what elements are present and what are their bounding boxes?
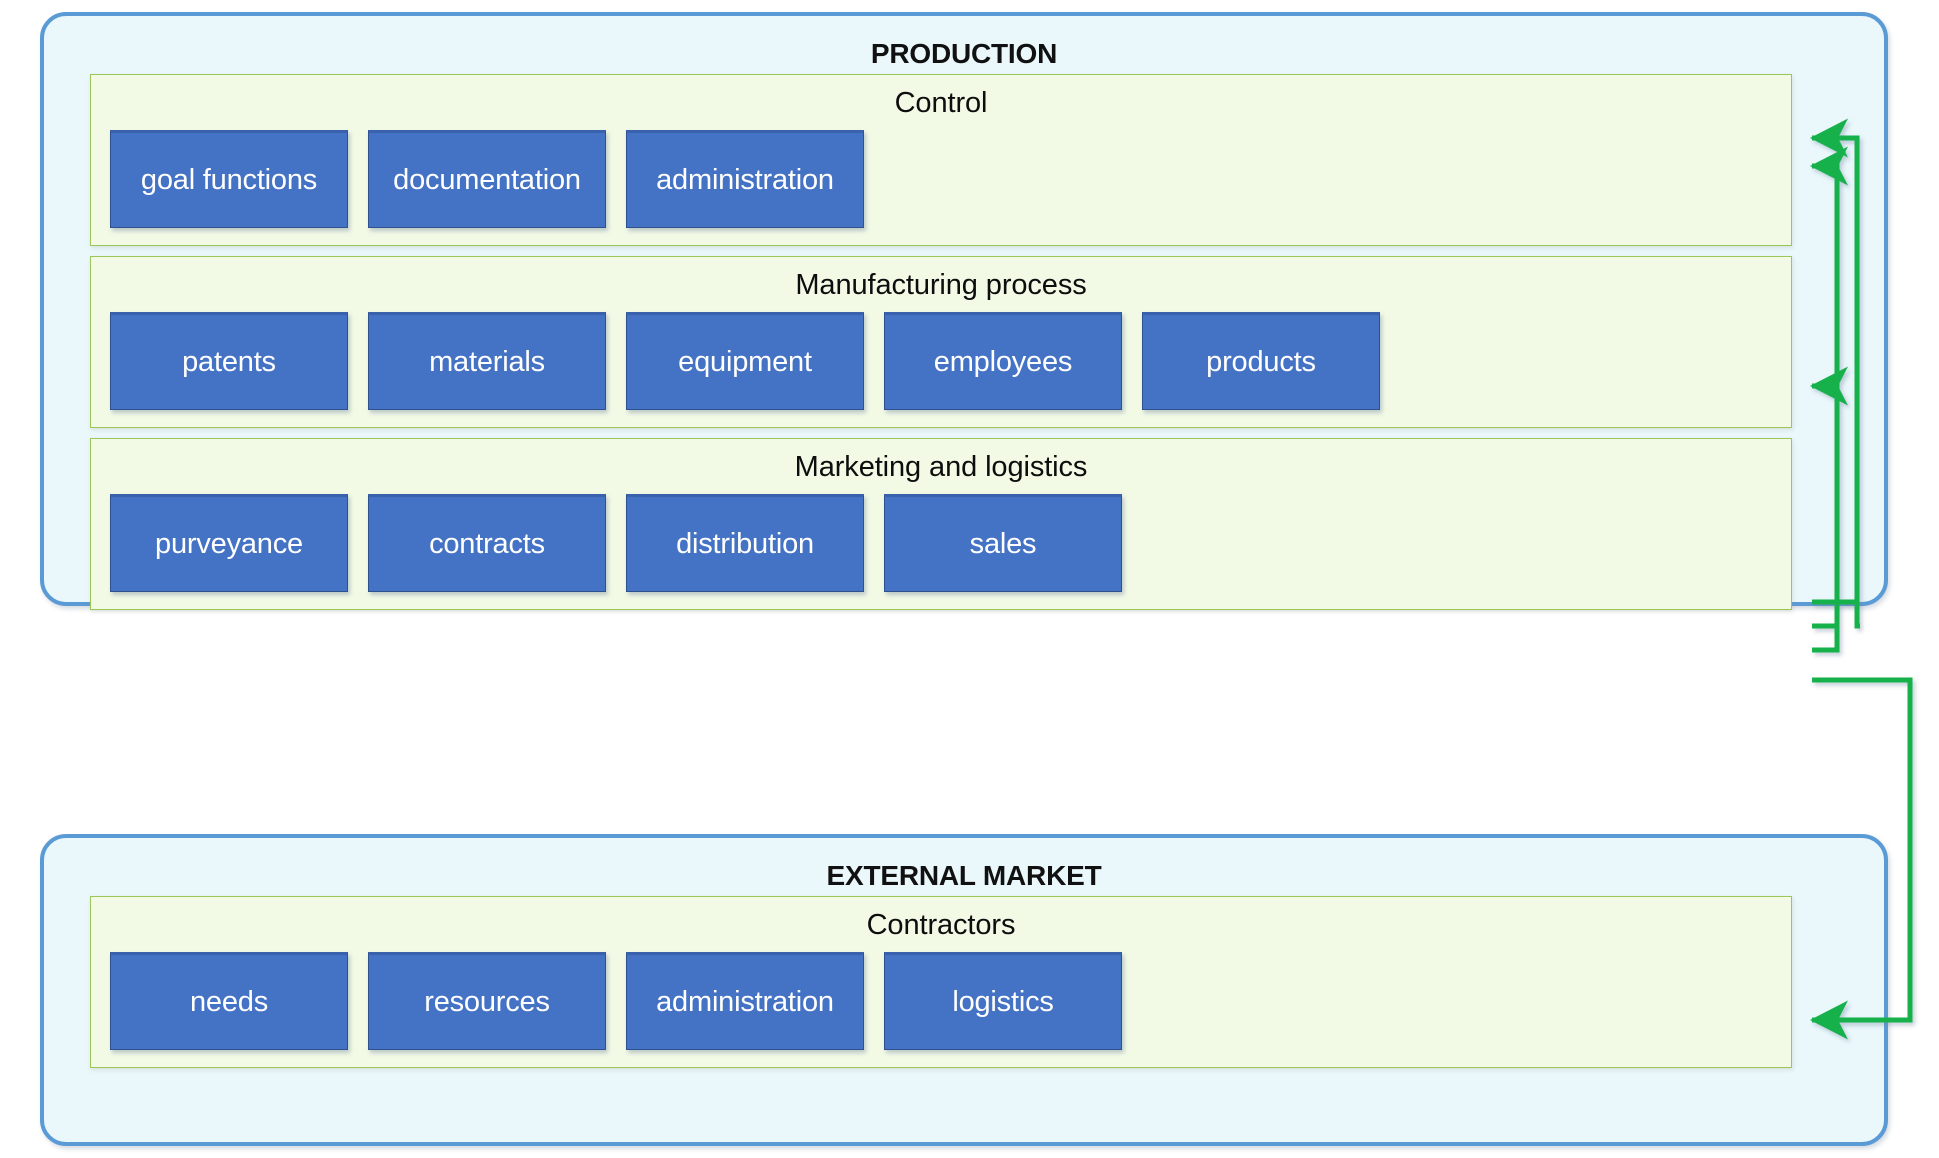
- item-materials[interactable]: materials: [368, 312, 606, 410]
- external-market-panel: EXTERNAL MARKET Contractors needs resour…: [40, 834, 1888, 1146]
- item-products[interactable]: products: [1142, 312, 1380, 410]
- item-administration-market[interactable]: administration: [626, 952, 864, 1050]
- external-market-title: EXTERNAL MARKET: [826, 860, 1102, 891]
- item-sales[interactable]: sales: [884, 494, 1122, 592]
- group-contractors-title: Contractors: [866, 909, 1016, 941]
- item-patents[interactable]: patents: [110, 312, 348, 410]
- item-resources[interactable]: resources: [368, 952, 606, 1050]
- item-documentation[interactable]: documentation: [368, 130, 606, 228]
- item-logistics[interactable]: logistics: [884, 952, 1122, 1050]
- item-purveyance[interactable]: purveyance: [110, 494, 348, 592]
- group-marketing-logistics-title: Marketing and logistics: [794, 451, 1088, 483]
- production-title: PRODUCTION: [870, 38, 1058, 69]
- group-manufacturing-process-title: Manufacturing process: [795, 269, 1087, 301]
- group-contractors: Contractors needs resources administrati…: [90, 896, 1792, 1068]
- item-goal-functions[interactable]: goal functions: [110, 130, 348, 228]
- group-marketing-logistics: Marketing and logistics purveyance contr…: [90, 438, 1792, 610]
- item-equipment[interactable]: equipment: [626, 312, 864, 410]
- item-contracts[interactable]: contracts: [368, 494, 606, 592]
- group-control: Control goal functions documentation adm…: [90, 74, 1792, 246]
- item-administration[interactable]: administration: [626, 130, 864, 228]
- group-control-title: Control: [894, 87, 988, 119]
- group-manufacturing-process: Manufacturing process patents materials …: [90, 256, 1792, 428]
- item-needs[interactable]: needs: [110, 952, 348, 1050]
- production-panel: PRODUCTION Control goal functions docume…: [40, 12, 1888, 610]
- item-distribution[interactable]: distribution: [626, 494, 864, 592]
- item-employees[interactable]: employees: [884, 312, 1122, 410]
